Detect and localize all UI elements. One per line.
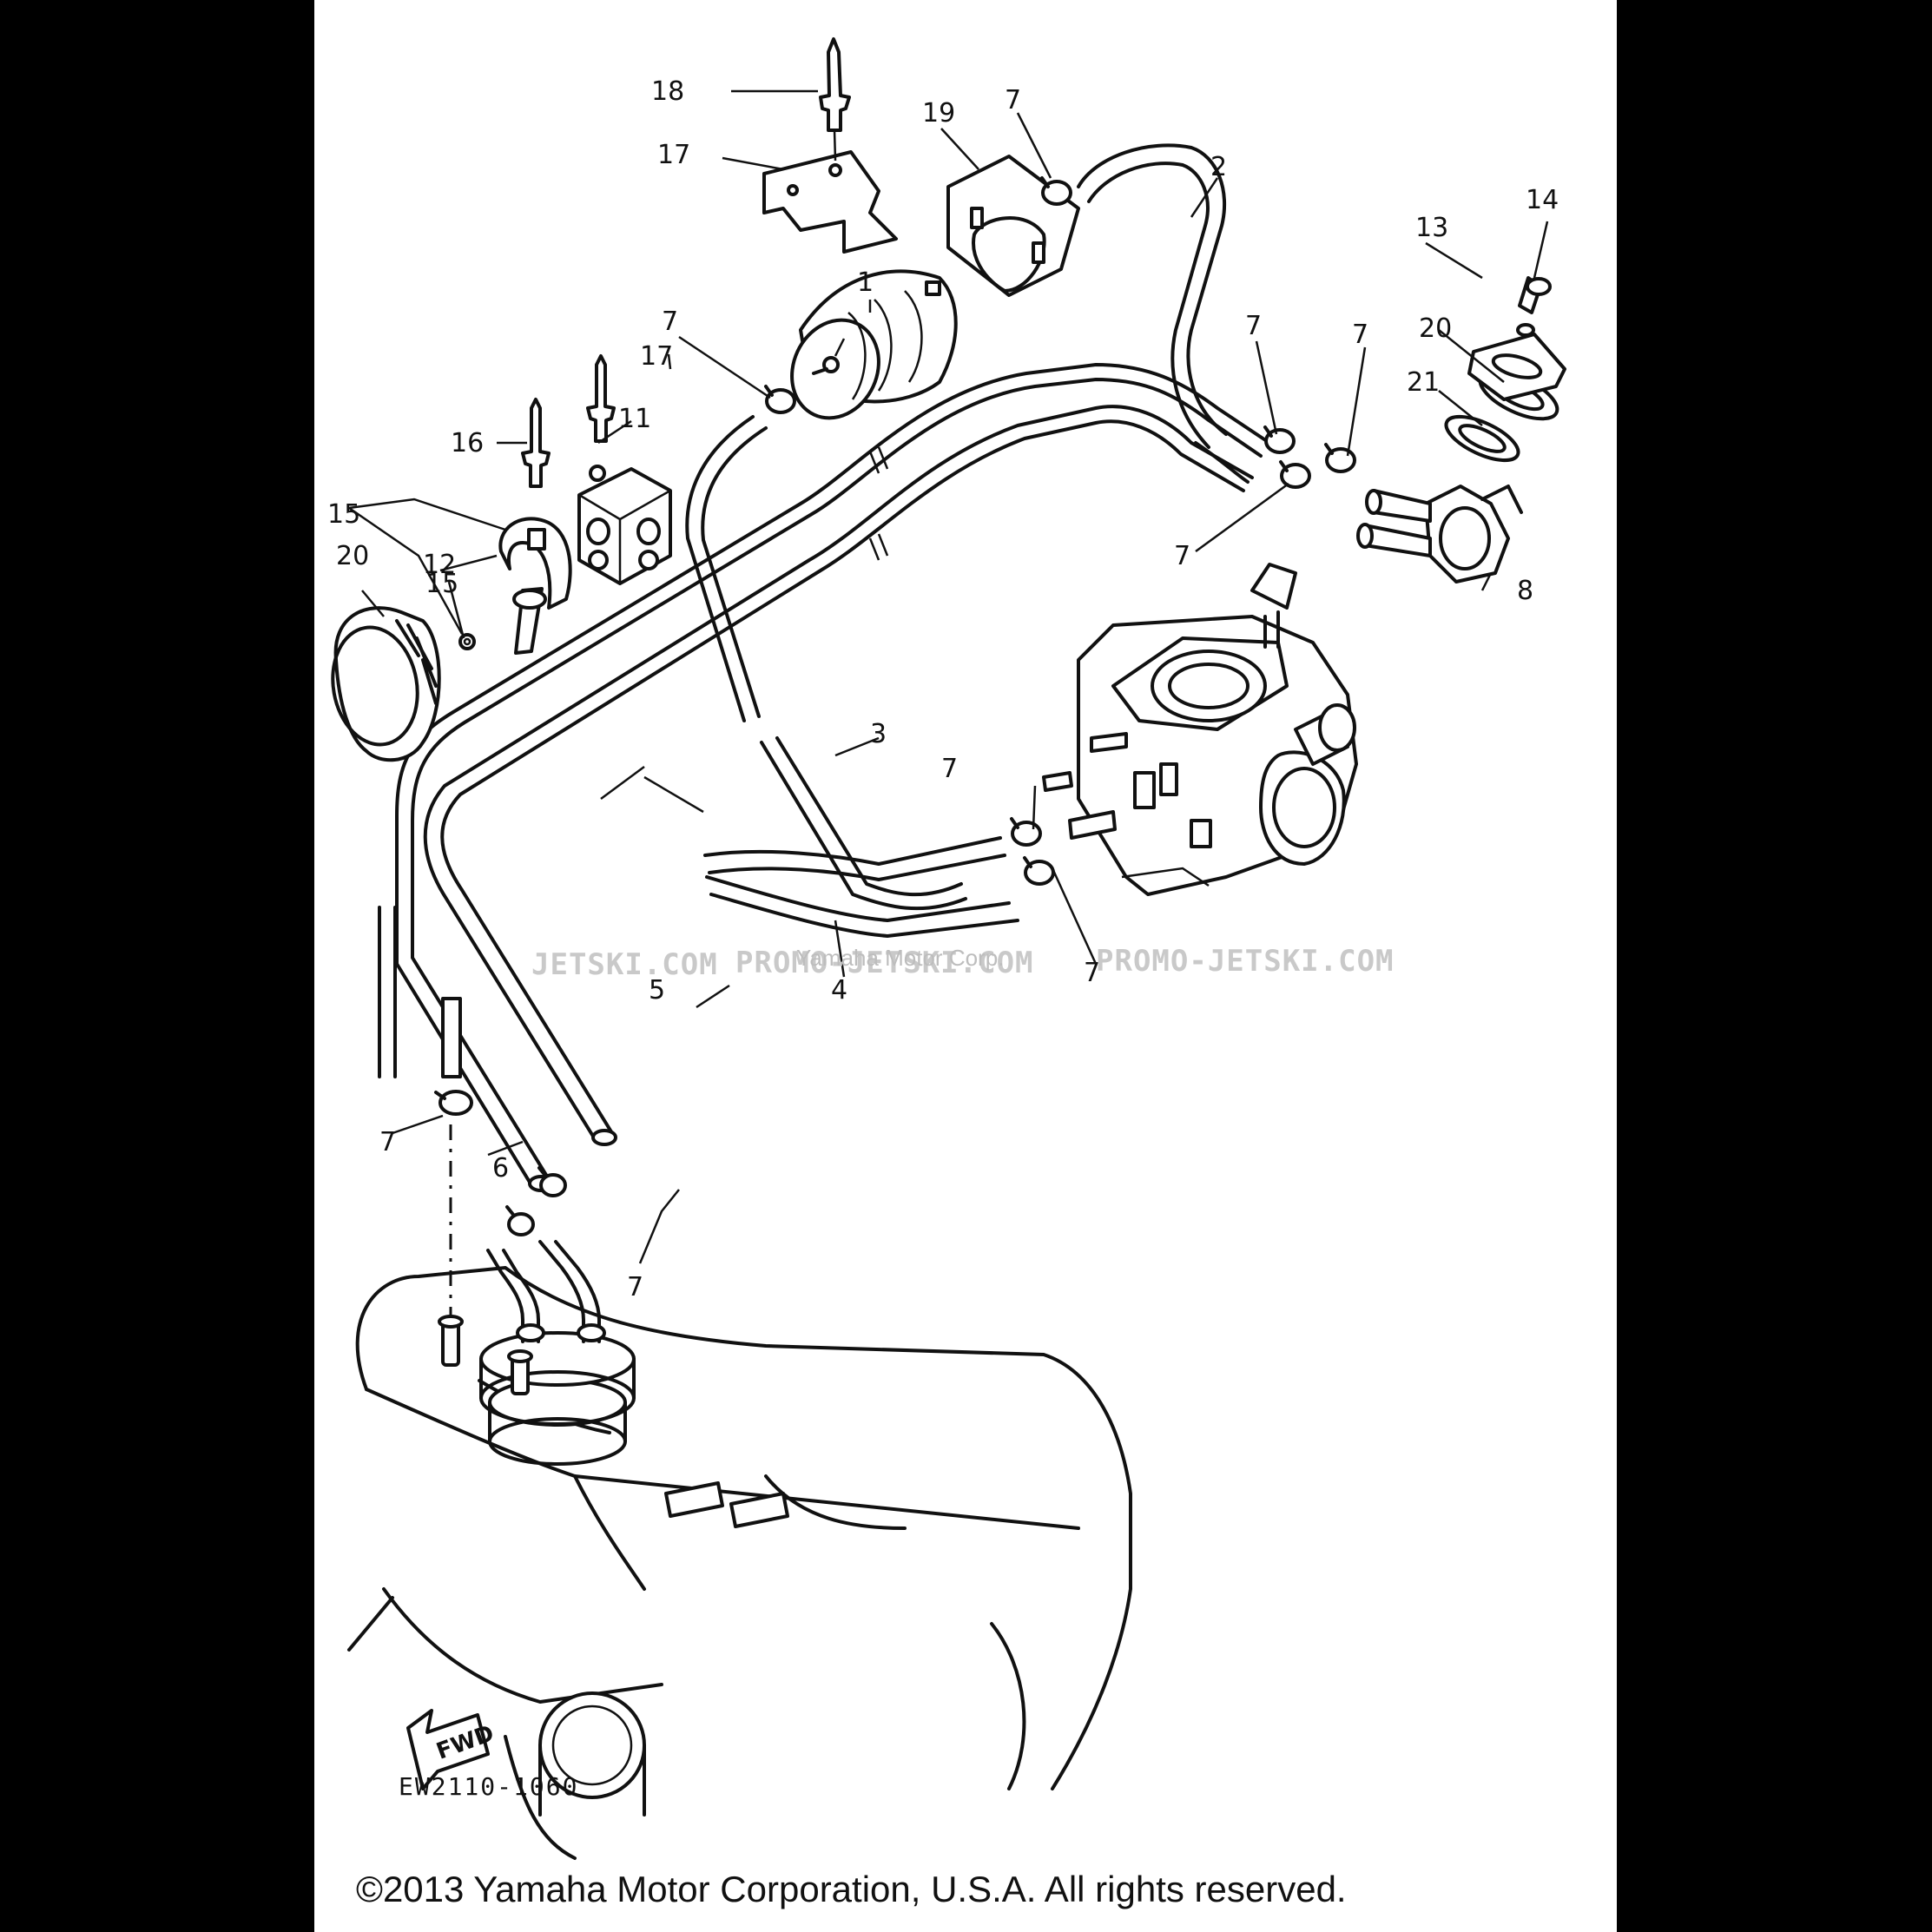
fuel-tank: FWD <box>347 1240 1132 1860</box>
callout-12: 15 <box>327 499 360 530</box>
clamp-parts <box>331 354 672 762</box>
callout-6: 6 <box>492 1153 509 1184</box>
callout-21: 21 <box>1407 367 1440 398</box>
callout-5: 5 <box>649 975 665 1006</box>
callout-18: 20 <box>336 541 369 571</box>
hoses-3-4 <box>685 415 1019 938</box>
watermark-middle: PROMO-JETSKI.COM <box>735 946 1034 980</box>
callout-7-mid: 7 <box>1174 541 1190 571</box>
watermark-small: Yamaha Motor Corp. <box>796 945 1004 971</box>
fuel-filter <box>790 269 958 420</box>
callout-10: 11 <box>618 404 651 434</box>
hose-clips <box>434 176 1356 1236</box>
callout-17-lower: 16 <box>451 428 484 458</box>
watermark: JETSKI.COM PROMO-JETSKI.COM PROMO-JETSKI… <box>531 944 1395 982</box>
callout-7-low: 7 <box>1084 958 1100 988</box>
callout-20: 20 <box>1419 313 1452 344</box>
watermark-left: JETSKI.COM <box>531 947 718 982</box>
callout-4: 4 <box>831 975 847 1006</box>
callout-7-carb: 7 <box>941 754 958 784</box>
callout-1: 1 <box>857 267 874 298</box>
diagram-sheet: FWD <box>314 0 1617 1932</box>
fuel-cock <box>1356 276 1566 584</box>
callout-2: 2 <box>1210 152 1227 182</box>
callout-7-top: 7 <box>1005 85 1021 115</box>
callout-7-filter: 7 <box>662 307 678 337</box>
watermark-right: PROMO-JETSKI.COM <box>1096 944 1395 979</box>
callout-19: 14 <box>1526 185 1559 215</box>
leader-lines <box>348 89 1549 1264</box>
callout-8: 8 <box>1517 576 1533 606</box>
callout-7-vent: 7 <box>379 1127 396 1157</box>
mount-bracket <box>762 37 898 254</box>
callout-7-right-a: 7 <box>1245 311 1262 341</box>
diagram-code: EW2110-1060 <box>399 1772 578 1801</box>
hose-2 <box>1077 143 1250 484</box>
filter-bracket <box>946 155 1080 297</box>
callout-16: 19 <box>922 98 955 129</box>
callout-labels: 18 17 19 7 2 14 1 7 17 11 16 7 7 13 20 2… <box>327 76 1559 1302</box>
callout-7-tank: 7 <box>627 1272 643 1302</box>
callout-14: 17 <box>657 140 690 170</box>
callout-9: 13 <box>1415 213 1448 243</box>
callout-3: 3 <box>870 719 887 749</box>
callout-11: 12 <box>423 550 456 580</box>
callout-17-upper: 17 <box>640 341 673 372</box>
callout-7-right-b: 7 <box>1352 320 1368 350</box>
parts-diagram: FWD <box>327 37 1566 1860</box>
carburetor <box>1042 563 1358 896</box>
copyright: ©2013 Yamaha Motor Corporation, U.S.A. A… <box>356 1869 1347 1909</box>
callout-13: 15 <box>425 569 458 599</box>
callout-15: 18 <box>651 76 684 107</box>
